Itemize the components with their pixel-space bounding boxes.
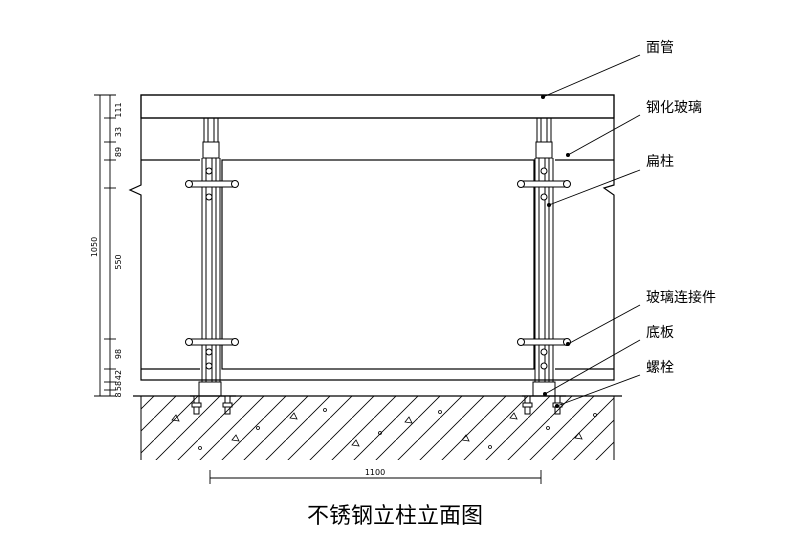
connector-left-top — [185, 167, 239, 201]
connector-right-bottom — [517, 338, 571, 370]
label-bolt: 螺栓 — [646, 360, 674, 376]
glass-panel — [221, 159, 535, 370]
top-rail — [140, 94, 615, 119]
label-flat-post: 扁柱 — [646, 154, 674, 170]
vertical-dimensions — [94, 94, 116, 397]
connector-right-top — [517, 167, 571, 201]
label-glass-connector: 玻璃连接件 — [646, 289, 716, 306]
dim-total-height: 1050 — [90, 237, 99, 257]
dim-seg-mid: 550 — [114, 254, 123, 269]
label-base-plate: 底板 — [646, 325, 674, 341]
label-tempered-glass: 钢化玻璃 — [646, 99, 702, 116]
concrete-slab — [133, 395, 622, 460]
dim-seg-top: 111 — [114, 102, 123, 117]
connector-left-bottom — [185, 338, 239, 370]
leader-lines — [542, 54, 641, 407]
vertical-dimension-texts: 1050 111 33 89 550 98 42 58 8 — [90, 102, 123, 397]
horizontal-dimension — [209, 470, 542, 484]
dim-seg-e: 58 — [114, 381, 123, 391]
dim-seg-c: 98 — [114, 349, 123, 359]
glass-connectors — [185, 167, 571, 370]
label-top-rail: 面管 — [646, 40, 674, 56]
drawing-caption: 不锈钢立柱立面图 — [306, 504, 483, 529]
dim-seg-bottom: 8 — [114, 392, 123, 397]
dim-seg-b: 89 — [114, 147, 123, 157]
leader-arrowheads — [541, 95, 570, 408]
aggregate-marks — [171, 408, 597, 450]
dim-seg-d: 42 — [114, 370, 123, 380]
dim-width: 1100 — [365, 468, 385, 477]
dim-seg-a: 33 — [114, 127, 123, 137]
